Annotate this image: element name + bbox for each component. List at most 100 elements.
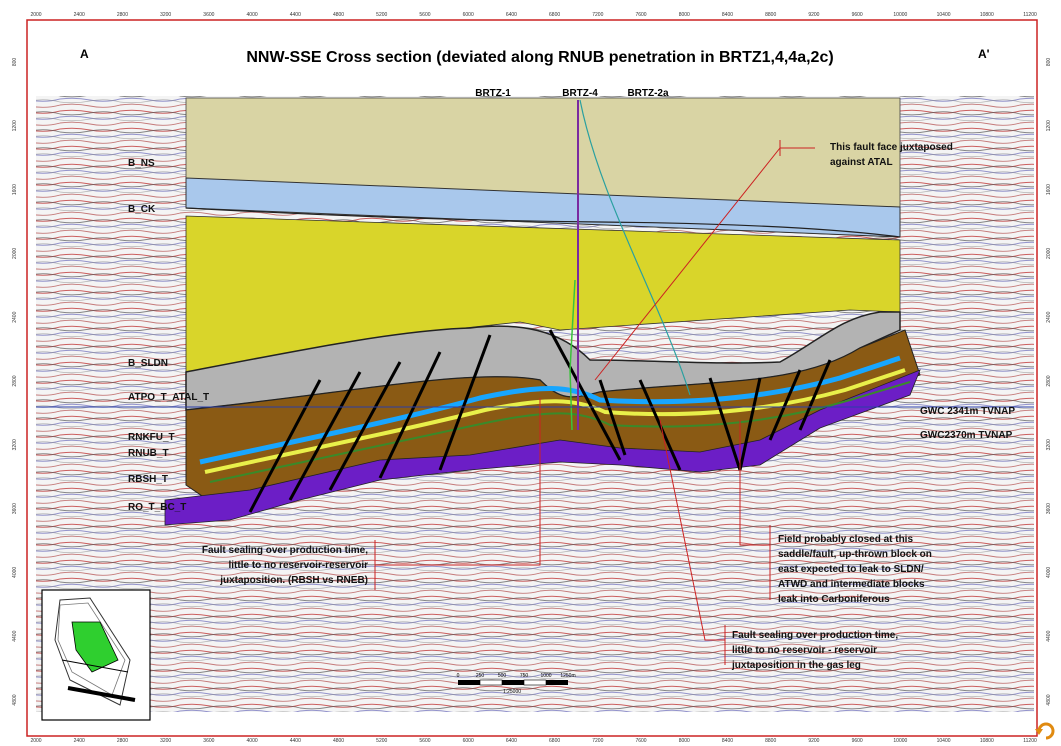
axis-tick-label: 4400: [1046, 630, 1052, 641]
axis-tick-label: 3600: [12, 503, 18, 514]
scale-bar: [458, 679, 568, 686]
scale-ratio: 1:25000: [503, 689, 521, 695]
axis-tick-label: 8800: [765, 12, 776, 18]
axis-tick-label: 10800: [980, 12, 994, 18]
axis-tick-label: 6800: [549, 738, 560, 744]
annotation-text: This fault face juxtaposed: [830, 142, 953, 153]
axis-tick-label: 6800: [549, 12, 560, 18]
horizon-label: RO_T_BC_T: [128, 502, 186, 513]
axis-tick-label: 3200: [1046, 439, 1052, 450]
well-trajectory-brtz2a: [579, 99, 691, 396]
axis-tick-label: 4000: [1046, 567, 1052, 578]
section-title: NNW-SSE Cross section (deviated along RN…: [246, 49, 833, 66]
axis-tick-label: 9200: [808, 738, 819, 744]
axis-tick-label: 6000: [463, 738, 474, 744]
contact-label: GWC 2341m TVNAP: [920, 406, 1015, 417]
annotation-text: ATWD and intermediate blocks: [778, 579, 925, 590]
axis-tick-label: 7600: [635, 738, 646, 744]
annotation-text: east expected to leak to SLDN/: [778, 564, 924, 575]
scale-tick: 1000: [540, 673, 551, 679]
axis-tick-label: 2000: [30, 738, 41, 744]
annotation-text: Fault sealing over production time,: [732, 630, 898, 641]
axis-tick-label: 4800: [1046, 694, 1052, 705]
figure-frame: [26, 19, 1038, 737]
axis-tick-label: 5600: [419, 738, 430, 744]
annotation-text: Field probably closed at this: [778, 534, 913, 545]
axis-tick-label: 2800: [1046, 375, 1052, 386]
axis-tick-label: 1600: [12, 184, 18, 195]
axis-tick-label: 2000: [12, 248, 18, 259]
refresh-icon[interactable]: [1035, 722, 1055, 740]
axis-tick-label: 8800: [765, 738, 776, 744]
axis-tick-label: 2000: [30, 12, 41, 18]
axis-tick-label: 2800: [117, 12, 128, 18]
annotation-text: little to no reservoir-reservoir: [229, 560, 369, 571]
scale-tick: 750: [520, 673, 529, 679]
horizon-label: RBSH_T: [128, 474, 168, 485]
horizon-label: B_NS: [128, 158, 155, 169]
axis-tick-label: 3600: [1046, 503, 1052, 514]
axis-tick-label: 8000: [679, 12, 690, 18]
axis-tick-label: 2800: [117, 738, 128, 744]
axis-tick-label: 2800: [12, 375, 18, 386]
horizon-label: ATPO_T_ATAL_T: [128, 392, 209, 403]
axis-tick-label: 2400: [1046, 311, 1052, 322]
axis-tick-label: 800: [12, 58, 18, 67]
axis-tick-label: 10400: [937, 12, 951, 18]
axis-tick-label: 6400: [506, 738, 517, 744]
axis-tick-label: 2400: [12, 311, 18, 322]
axis-tick-label: 4800: [333, 12, 344, 18]
annotation-text: leak into Carboniferous: [778, 594, 890, 605]
axis-tick-label: 10000: [893, 738, 907, 744]
scale-tick: 1250m: [560, 673, 575, 679]
axis-tick-label: 4400: [290, 12, 301, 18]
depth-axis-left: 8001200160020002400280032003600400044004…: [12, 58, 18, 706]
axis-tick-label: 10400: [937, 738, 951, 744]
axis-tick-label: 4800: [12, 694, 18, 705]
well-label: BRTZ-2a: [627, 88, 669, 99]
annotation-text: little to no reservoir - reservoir: [732, 645, 877, 656]
axis-tick-label: 3200: [160, 738, 171, 744]
annotation-text: juxtaposition. (RBSH vs RNEB): [219, 575, 368, 586]
purple-layer: [164, 369, 921, 526]
axis-tick-label: 4000: [247, 738, 258, 744]
annotation-pointers: [374, 140, 815, 665]
axis-tick-label: 6000: [463, 12, 474, 18]
axis-tick-label: 5200: [376, 12, 387, 18]
axis-tick-label: 4400: [290, 738, 301, 744]
axis-tick-label: 3600: [203, 738, 214, 744]
axis-tick-label: 2000: [1046, 248, 1052, 259]
horizon-label: B_CK: [128, 204, 156, 215]
horizon-label: RNKFU_T: [128, 432, 175, 443]
axis-tick-label: 1200: [12, 120, 18, 131]
location-map-icon: [41, 589, 151, 721]
axis-tick-label: 7200: [592, 738, 603, 744]
axis-tick-label: 5600: [419, 12, 430, 18]
axis-tick-label: 9600: [852, 12, 863, 18]
axis-tick-label: 3600: [203, 12, 214, 18]
axis-tick-label: 6400: [506, 12, 517, 18]
annotation-text: Fault sealing over production time,: [202, 545, 368, 556]
axis-tick-label: 8400: [722, 12, 733, 18]
axis-tick-label: 1600: [1046, 184, 1052, 195]
well-trajectory-brtz1: [569, 279, 576, 431]
axis-tick-label: 7600: [635, 12, 646, 18]
axis-tick-label: 11200: [1023, 12, 1037, 18]
axis-tick-label: 2400: [74, 12, 85, 18]
geological-model: [164, 97, 921, 526]
well-label: BRTZ-1: [475, 88, 511, 99]
horizon-label: RNUB_T: [128, 448, 169, 459]
scale-tick: 250: [476, 673, 485, 679]
axis-tick-label: 5200: [376, 738, 387, 744]
annotation-text: against ATAL: [830, 157, 893, 168]
reservoir-band: [199, 355, 901, 465]
annotation-text: saddle/fault, up-thrown block on: [778, 549, 932, 560]
axis-tick-label: 9600: [852, 738, 863, 744]
well-label: BRTZ-4: [562, 88, 598, 99]
faults: [248, 329, 832, 513]
axis-tick-label: 4000: [12, 567, 18, 578]
axis-tick-label: 800: [1046, 58, 1052, 67]
